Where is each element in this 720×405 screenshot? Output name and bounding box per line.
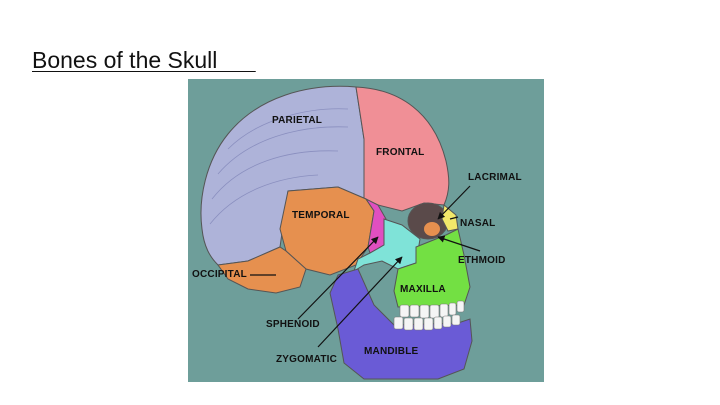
label-lacrimal: LACRIMAL (468, 172, 522, 183)
occipital-bone (217, 246, 307, 294)
label-sphenoid: SPHENOID (266, 319, 320, 330)
parietal-texture (209, 108, 349, 225)
label-nasal: NASAL (460, 218, 496, 229)
ethmoid-bone (424, 222, 440, 236)
slide-title: Bones of the Skull (32, 47, 256, 73)
zygomatic-leader (317, 256, 403, 348)
label-ethmoid: ETHMOID (458, 255, 506, 266)
skull-diagram: PARIETAL FRONTAL LACRIMAL TEMPORAL NASAL… (188, 79, 544, 382)
label-temporal: TEMPORAL (292, 210, 350, 221)
label-zygomatic: ZYGOMATIC (276, 354, 338, 365)
upper-teeth (399, 300, 465, 319)
skull-illustration (200, 85, 481, 380)
lower-teeth (393, 314, 461, 331)
sphenoid-leader (297, 236, 379, 320)
label-maxilla: MAXILLA (400, 284, 446, 295)
label-parietal: PARIETAL (272, 115, 323, 126)
nasal-leader (449, 216, 459, 220)
label-mandible: MANDIBLE (364, 346, 419, 357)
ethmoid-leader (437, 235, 481, 252)
label-occipital: OCCIPITAL (192, 269, 247, 280)
label-frontal: FRONTAL (376, 147, 425, 158)
zygomatic-bone (353, 218, 421, 273)
lacrimal-leader (437, 185, 471, 220)
